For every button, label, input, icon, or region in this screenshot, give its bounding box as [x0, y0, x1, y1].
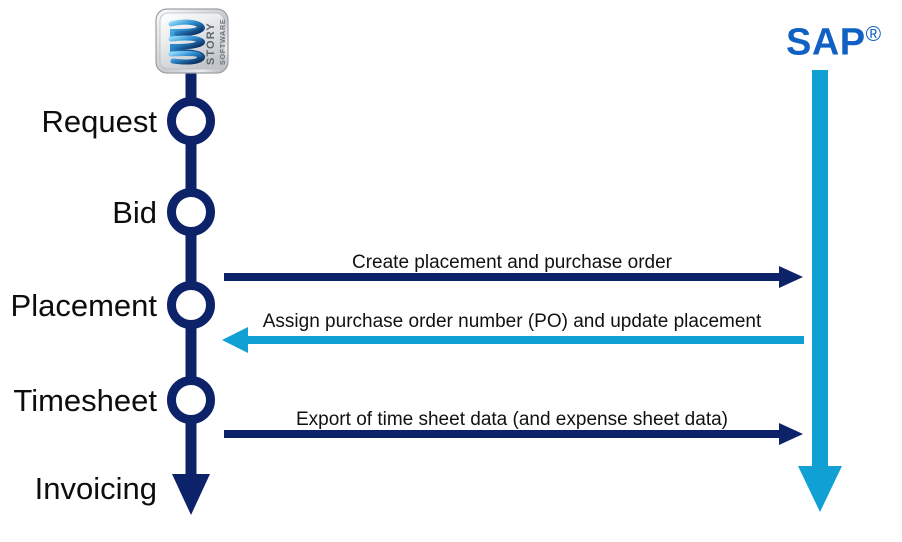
logo-wordmark: STORY SOFTWARE — [205, 19, 227, 65]
sap-logo-text: SAP — [786, 21, 866, 64]
message-arrow-2[interactable] — [222, 327, 804, 353]
sap-lane-arrowhead — [798, 466, 842, 512]
story-lane-timeline — [167, 62, 215, 515]
stage-node-bid[interactable] — [167, 188, 215, 236]
stage-label-placement: Placement — [10, 288, 157, 323]
message-arrow-3-head — [779, 423, 803, 445]
sap-logo-wordmark: SAP® — [786, 16, 881, 62]
stage-label-bid: Bid — [112, 195, 157, 230]
stage-node-request[interactable] — [167, 97, 215, 145]
message-label-3: Export of time sheet data (and expense s… — [296, 409, 728, 430]
story-software-logo: STORY SOFTWARE — [155, 8, 229, 74]
message-arrow-1[interactable] — [224, 266, 803, 288]
message-label-2: Assign purchase order number (PO) and up… — [262, 311, 762, 332]
registered-trademark-icon: ® — [865, 23, 882, 46]
stage-label-invoicing: Invoicing — [34, 471, 157, 506]
logo-glyph-icon — [168, 19, 205, 65]
stage-label-request: Request — [41, 104, 157, 139]
logo-word-software: SOFTWARE — [218, 19, 227, 65]
message-arrow-3[interactable] — [224, 423, 803, 445]
message-label-1: Create placement and purchase order — [351, 252, 673, 273]
stage-node-placement[interactable] — [167, 281, 215, 329]
logo-word-story: STORY — [205, 22, 217, 65]
message-arrow-1-head — [779, 266, 803, 288]
message-arrow-2-head — [222, 327, 248, 353]
story-lane-arrowhead — [172, 474, 210, 515]
stage-node-timesheet[interactable] — [167, 376, 215, 424]
sap-lane-timeline — [798, 70, 842, 512]
stage-label-timesheet: Timesheet — [13, 383, 157, 418]
